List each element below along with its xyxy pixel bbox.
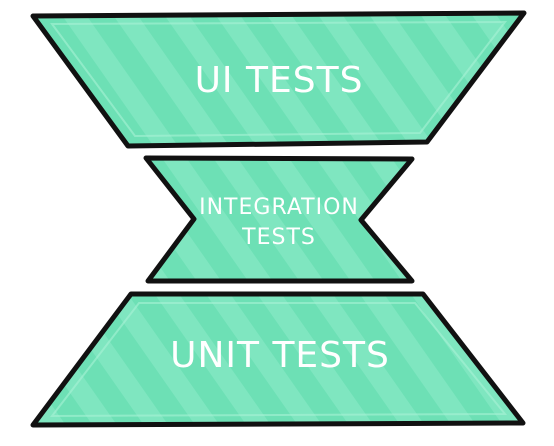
tier-integration-tests-label-line2: TESTS — [241, 225, 316, 250]
tier-ui-tests-shape — [30, 10, 527, 149]
tier-unit-tests-inner-highlight — [49, 302, 508, 418]
tier-unit-tests: UNIT TESTS — [30, 291, 526, 428]
tier-unit-tests-shape — [30, 291, 526, 428]
tier-ui-tests-inner-highlight — [50, 20, 508, 138]
tier-integration-tests-shape — [143, 155, 415, 284]
tier-unit-tests-label: UNIT TESTS — [170, 335, 390, 376]
tier-ui-tests-label: UI TESTS — [195, 60, 364, 101]
tier-integration-tests-label-line1: INTEGRATION — [199, 195, 359, 220]
tier-ui-tests: UI TESTS — [30, 10, 527, 149]
tier-integration-tests: INTEGRATION TESTS — [143, 155, 415, 284]
